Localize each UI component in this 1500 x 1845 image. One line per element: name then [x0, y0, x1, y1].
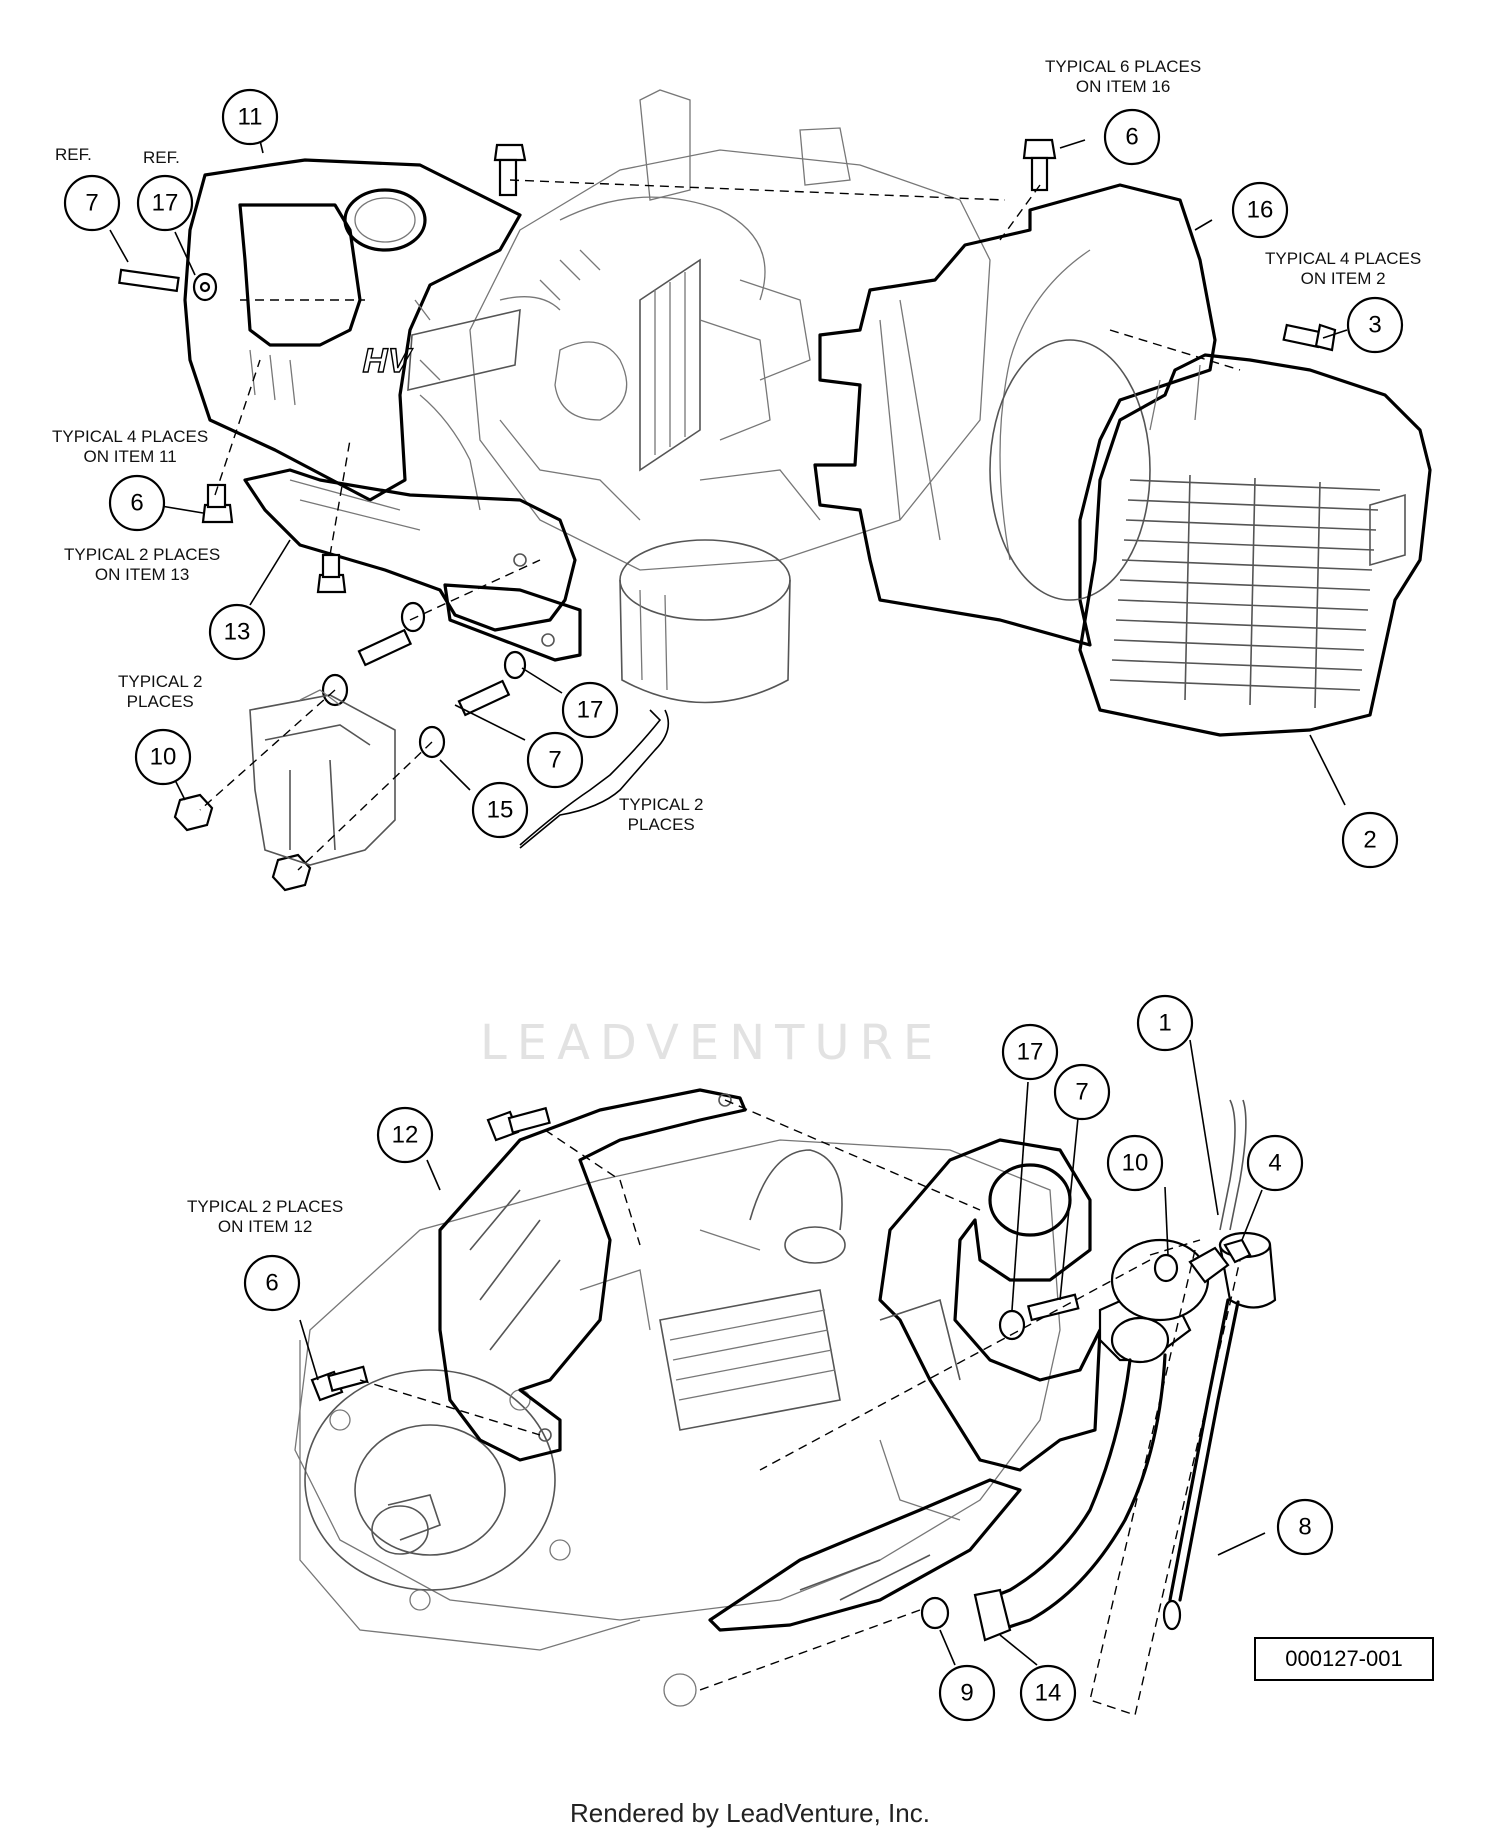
blower-housing-item-16	[813, 183, 1217, 647]
typical-2-brace	[519, 709, 670, 849]
callout-circles: 11 7 17 6 16 3 6 13 17 7 10 15 2 12 6 17…	[63, 88, 1404, 1722]
svg-text:6: 6	[130, 490, 143, 517]
callout-4: 4	[1246, 1134, 1304, 1192]
callout-7-ref: 7	[63, 174, 121, 232]
callout-1: 1	[1136, 994, 1194, 1052]
bottom-cylinder-fins	[659, 1289, 841, 1431]
svg-text:1: 1	[1158, 1010, 1171, 1037]
callout-7-mid: 7	[526, 731, 584, 789]
callout-6-left: 6	[108, 474, 166, 532]
top-engine-assembly: HV	[109, 89, 1432, 892]
shroud-item-12	[438, 1088, 747, 1462]
svg-text:8: 8	[1298, 1514, 1311, 1541]
svg-text:6: 6	[1125, 124, 1138, 151]
callout-12: 12	[376, 1106, 434, 1164]
svg-text:9: 9	[960, 1680, 973, 1707]
svg-text:4: 4	[1268, 1150, 1281, 1177]
note-ref-7: REF.	[55, 145, 92, 164]
bottom-engine-assembly	[294, 1039, 1277, 1716]
callout-8: 8	[1276, 1498, 1334, 1556]
callout-15: 15	[471, 781, 529, 839]
footer-credit: Rendered by LeadVenture, Inc.	[570, 1798, 930, 1828]
svg-text:7: 7	[1075, 1079, 1088, 1106]
callout-7-bottom: 7	[1053, 1063, 1111, 1121]
svg-text:10: 10	[150, 744, 177, 771]
callout-17-mid: 17	[561, 681, 619, 739]
callout-11: 11	[221, 88, 279, 146]
svg-text:13: 13	[224, 619, 251, 646]
svg-text:14: 14	[1035, 1680, 1062, 1707]
svg-text:15: 15	[487, 797, 514, 824]
oil-filter	[619, 539, 791, 704]
top-leader-lines	[109, 119, 1348, 871]
screen-grille	[1109, 474, 1381, 709]
svg-text:7: 7	[548, 747, 561, 774]
svg-text:12: 12	[392, 1122, 419, 1149]
svg-text:17: 17	[152, 190, 179, 217]
bottom-leader-lines	[299, 1039, 1266, 1691]
svg-text:6: 6	[265, 1270, 278, 1297]
svg-text:17: 17	[1017, 1039, 1044, 1066]
module-lower-left	[249, 689, 396, 866]
svg-text:17: 17	[577, 697, 604, 724]
callout-10-top: 10	[134, 728, 192, 786]
callout-3: 3	[1346, 296, 1404, 354]
cover-item-11	[183, 158, 522, 502]
top-fasteners	[118, 138, 1337, 892]
svg-text:2: 2	[1363, 827, 1376, 854]
svg-text:7: 7	[85, 190, 98, 217]
callout-6-top: 6	[1103, 108, 1161, 166]
watermark-text: LEADVENTURE	[480, 1015, 944, 1071]
svg-text:3: 3	[1368, 312, 1381, 339]
bracket-item-13	[243, 468, 582, 662]
callout-6-bottom: 6	[243, 1254, 301, 1312]
svg-text:10: 10	[1122, 1150, 1149, 1177]
callout-10-bottom: 10	[1106, 1134, 1164, 1192]
svg-text:11: 11	[238, 104, 263, 131]
callout-14: 14	[1019, 1664, 1077, 1722]
intake-screen-item-2	[1078, 353, 1432, 737]
callout-9: 9	[938, 1664, 996, 1722]
callout-16: 16	[1231, 181, 1289, 239]
callout-13: 13	[208, 603, 266, 661]
callout-17-ref: 17	[136, 174, 194, 232]
callout-17-bottom: 17	[1001, 1023, 1059, 1081]
svg-text:16: 16	[1247, 197, 1274, 224]
figure-code: 000127-001	[1254, 1637, 1434, 1681]
cylinder-fins	[639, 258, 701, 472]
bottom-fasteners	[310, 1099, 1252, 1630]
lower-deflector	[708, 1478, 1022, 1632]
bottom-engine-block	[294, 1139, 1061, 1707]
top-engine-block: HV	[359, 89, 991, 704]
note-ref-17: REF.	[143, 148, 180, 167]
callout-2: 2	[1341, 811, 1399, 869]
